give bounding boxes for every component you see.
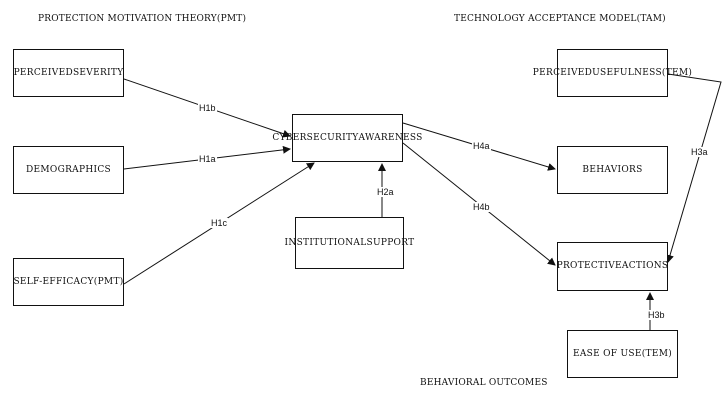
edge-label-h1b: H1b [198,103,217,113]
node-line: SELF- [13,276,43,287]
edge-label-h1c: H1c [210,218,229,228]
node-line: ACTIONS [621,261,669,271]
edge-label-h2a: H2a [376,187,395,197]
node-line: PROTECTIVE [556,261,622,271]
node-cybersecurity-awareness: CYBERSECURITY AWARENESS [272,114,422,162]
node-self-efficacy: SELF- EFFICACY(PMT) [13,258,124,306]
edge-label-h3a: H3a [690,147,709,157]
pmt-heading: PROTECTION MOTIVATION THEORY(PMT) [38,14,247,24]
node-protective-actions: PROTECTIVE ACTIONS [557,242,668,291]
node-line: SEVERITY [72,67,124,78]
node-line: PERCEIVED [532,67,593,78]
node-line: DEMOGRAPHICS [26,164,111,175]
tam-heading: TECHNOLOGY ACCEPTANCE MODEL(TAM) [454,14,666,24]
node-institutional-support: INSTITUTIONAL SUPPORT [285,217,414,269]
node-perceived-usefulness: PERCEIVED USEFULNESS(TEM) [533,49,692,97]
node-behaviors: BEHAVIORS [557,146,668,194]
edge-label-h1a: H1a [198,154,217,164]
node-line: PERCEIVED [13,67,73,78]
node-line: BEHAVIORS [582,164,643,175]
node-ease-of-use: EASE OF USE(TEM) [567,330,678,378]
node-line: INSTITUTIONAL [284,237,367,248]
node-line: SUPPORT [366,237,415,248]
node-line: EFFICACY(PMT) [42,276,124,287]
edge-label-h4b: H4b [472,202,491,212]
node-line: USEFULNESS(TEM) [592,67,693,78]
node-line: EASE OF USE(TEM) [572,348,673,359]
behavioral-outcomes-heading: BEHAVIORAL OUTCOMES [420,378,548,388]
node-line: AWARENESS [358,132,423,143]
node-demographics: DEMOGRAPHICS [13,146,124,194]
edge-arrow-h3a [666,73,722,263]
node-line: CYBERSECURITY [272,132,359,143]
edge-label-h3b: H3b [647,310,666,320]
edge-label-h4a: H4a [472,141,491,151]
node-perceived-severity: PERCEIVED SEVERITY [13,49,124,97]
